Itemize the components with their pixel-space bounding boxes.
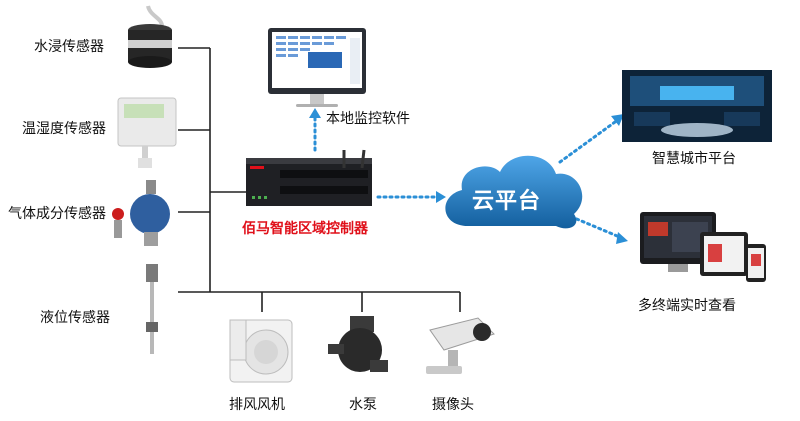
- liquid-level-sensor-label: 液位传感器: [40, 310, 110, 326]
- smart-city-label: 智慧城市平台: [652, 151, 736, 167]
- temp-humidity-sensor-icon: [117, 97, 177, 168]
- controller-label: 佰马智能区域控制器: [242, 221, 368, 237]
- water-pump-icon: [328, 316, 388, 372]
- sensor-wiring: [178, 47, 461, 312]
- gas-sensor-icon: [112, 180, 170, 246]
- multi-terminal-devices: [640, 212, 766, 282]
- exhaust-fan-label: 排风风机: [229, 397, 285, 413]
- camera-label: 摄像头: [432, 397, 474, 413]
- water-pump-label: 水泵: [349, 397, 377, 413]
- liquid-level-sensor-icon: [146, 264, 158, 354]
- camera-icon: [426, 317, 495, 374]
- multi-terminal-label: 多终端实时查看: [638, 298, 736, 314]
- exhaust-fan-icon: [229, 319, 293, 383]
- temp-humidity-sensor-label: 温湿度传感器: [22, 121, 106, 137]
- link-arrowheads: [309, 108, 628, 244]
- monitor-icon: [268, 28, 366, 107]
- controller-box: [246, 149, 372, 206]
- water-leak-sensor-label: 水浸传感器: [34, 39, 104, 55]
- water-leak-sensor-icon: [128, 5, 172, 68]
- cloud-icon: [445, 155, 583, 229]
- cloud-label: 云平台: [472, 189, 542, 214]
- smart-city-screen: [622, 70, 772, 142]
- gas-sensor-label: 气体成分传感器: [8, 206, 106, 222]
- local-software-label: 本地监控软件: [326, 111, 410, 127]
